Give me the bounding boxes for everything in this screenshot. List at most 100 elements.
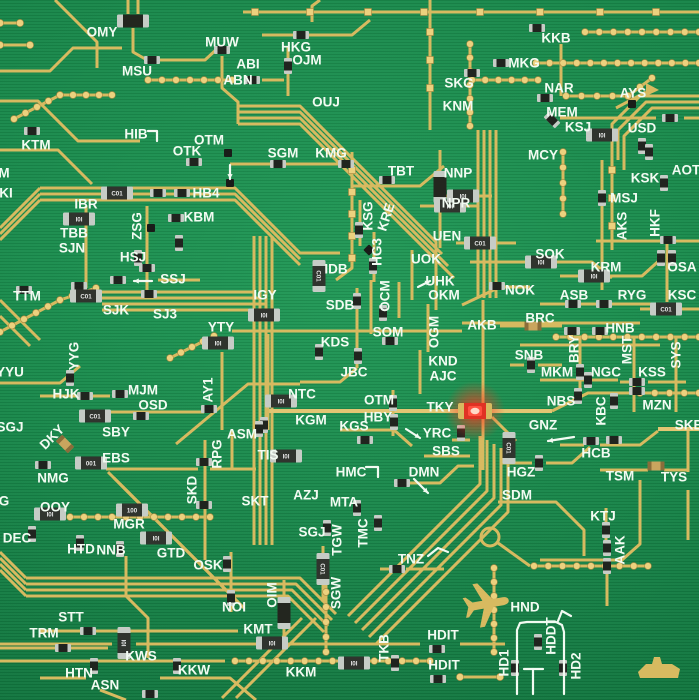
silkscreen-arrowhead [422, 487, 428, 493]
station-label-kkw: KKW [178, 663, 210, 678]
via-dot [651, 389, 659, 397]
silkscreen-arrowhead [134, 278, 139, 284]
copper-trace [374, 452, 510, 646]
via-dot [521, 76, 529, 84]
resistor-body [603, 561, 611, 571]
smd-chip [147, 224, 155, 232]
resistor-body [113, 276, 123, 284]
station-label-rpg: RPG [210, 439, 225, 468]
via-dot [615, 562, 624, 570]
smd-resistor [134, 250, 142, 266]
component-marking: C01 [111, 190, 123, 197]
via-dot [552, 333, 560, 341]
station-label-nar: NAR [544, 81, 573, 96]
smd-resistor [638, 138, 646, 154]
via-dot [648, 74, 656, 82]
copper-trace [300, 366, 358, 384]
station-label-aot: AOT [672, 163, 699, 178]
smd-resistor [244, 76, 260, 84]
station-label-abi: ABI [236, 57, 259, 72]
smd-resistor [214, 46, 230, 54]
resistor-body [433, 675, 443, 683]
smd-resistor [142, 690, 158, 698]
copper-trace [498, 500, 586, 556]
smd-resistor [175, 235, 183, 251]
smd-resistor [527, 357, 535, 373]
resistor-body [545, 113, 559, 127]
station-label-hkf: HKF [648, 209, 663, 237]
resistor-body [223, 559, 231, 569]
smd-resistor [596, 300, 612, 308]
via-dot [627, 59, 635, 67]
station-label-hdit: HDIT [427, 628, 459, 643]
smd-resistor [284, 58, 292, 74]
station-label-otk: OTK [173, 144, 202, 159]
capacitor-body [524, 321, 542, 331]
smd-component-large: I0I [578, 269, 610, 283]
via-dot [322, 648, 330, 656]
station-label-asm: ASM [227, 427, 257, 442]
smd-resistor [489, 282, 505, 290]
smd-component-large: I0I [447, 189, 479, 203]
smd-resistor [660, 236, 676, 244]
chip-body [628, 100, 636, 108]
via-pad [251, 8, 259, 16]
via-dot [21, 109, 30, 117]
station-label-msj: MSJ [610, 191, 638, 206]
smd-resistor [90, 658, 98, 674]
resistor-body [610, 396, 618, 406]
component-marking: C01 [505, 442, 512, 454]
via-dot [322, 633, 330, 641]
via-dot [466, 53, 474, 62]
smd-resistor [660, 175, 668, 191]
via-dot [586, 59, 595, 67]
capacitor-cap [55, 434, 65, 444]
resistor-body [574, 391, 582, 401]
station-label-dec: DEC [3, 531, 32, 546]
station-label-sdm: SDM [502, 488, 532, 503]
smd-component-large: I0I [202, 336, 234, 350]
via-dot [56, 91, 64, 99]
component-body [40, 507, 60, 521]
station-label-hnb: HNB [605, 321, 634, 336]
station-label-hgz: HGZ [507, 465, 536, 480]
smd-resistor [117, 14, 149, 28]
via-dot [166, 354, 174, 362]
via-dot [245, 657, 253, 665]
station-label-ryg: RYG [618, 288, 647, 303]
station-label-skd: SKD [185, 476, 200, 505]
via-dot [534, 76, 542, 84]
resistor-body [379, 308, 387, 318]
smd-component-large: C01 [101, 186, 133, 200]
station-label-gnz: GNZ [529, 418, 558, 433]
component-body [531, 255, 551, 269]
silkscreen-mark [364, 465, 380, 479]
via-dot [681, 28, 689, 36]
copper-trace [360, 444, 496, 632]
station-label-ssj: SSJ [160, 272, 186, 287]
smd-resistor [668, 250, 676, 266]
component-body [262, 636, 282, 650]
component-marking: I0I [47, 511, 54, 518]
smd-resistor [543, 111, 561, 129]
resistor-body [76, 538, 84, 548]
resistor-body [534, 637, 542, 647]
silkscreen-mark [146, 129, 159, 143]
smd-component-large: I0I [586, 128, 618, 142]
smd-resistor [357, 436, 373, 444]
station-label-akb: AKB [467, 318, 496, 333]
via-dot [33, 103, 41, 111]
component-marking: 001 [86, 460, 97, 467]
silkscreen-layer [132, 129, 680, 696]
resistor-body [663, 236, 673, 244]
via-dot [26, 41, 34, 49]
silkscreen-arrowhead [414, 433, 420, 438]
resistor-body [136, 412, 146, 420]
resistor-body [199, 458, 209, 466]
copper-trace [353, 440, 489, 625]
copper-trace [40, 186, 340, 255]
via-dot [595, 28, 603, 36]
station-label-abn: ABN [223, 73, 252, 88]
resistor-body [568, 300, 578, 308]
